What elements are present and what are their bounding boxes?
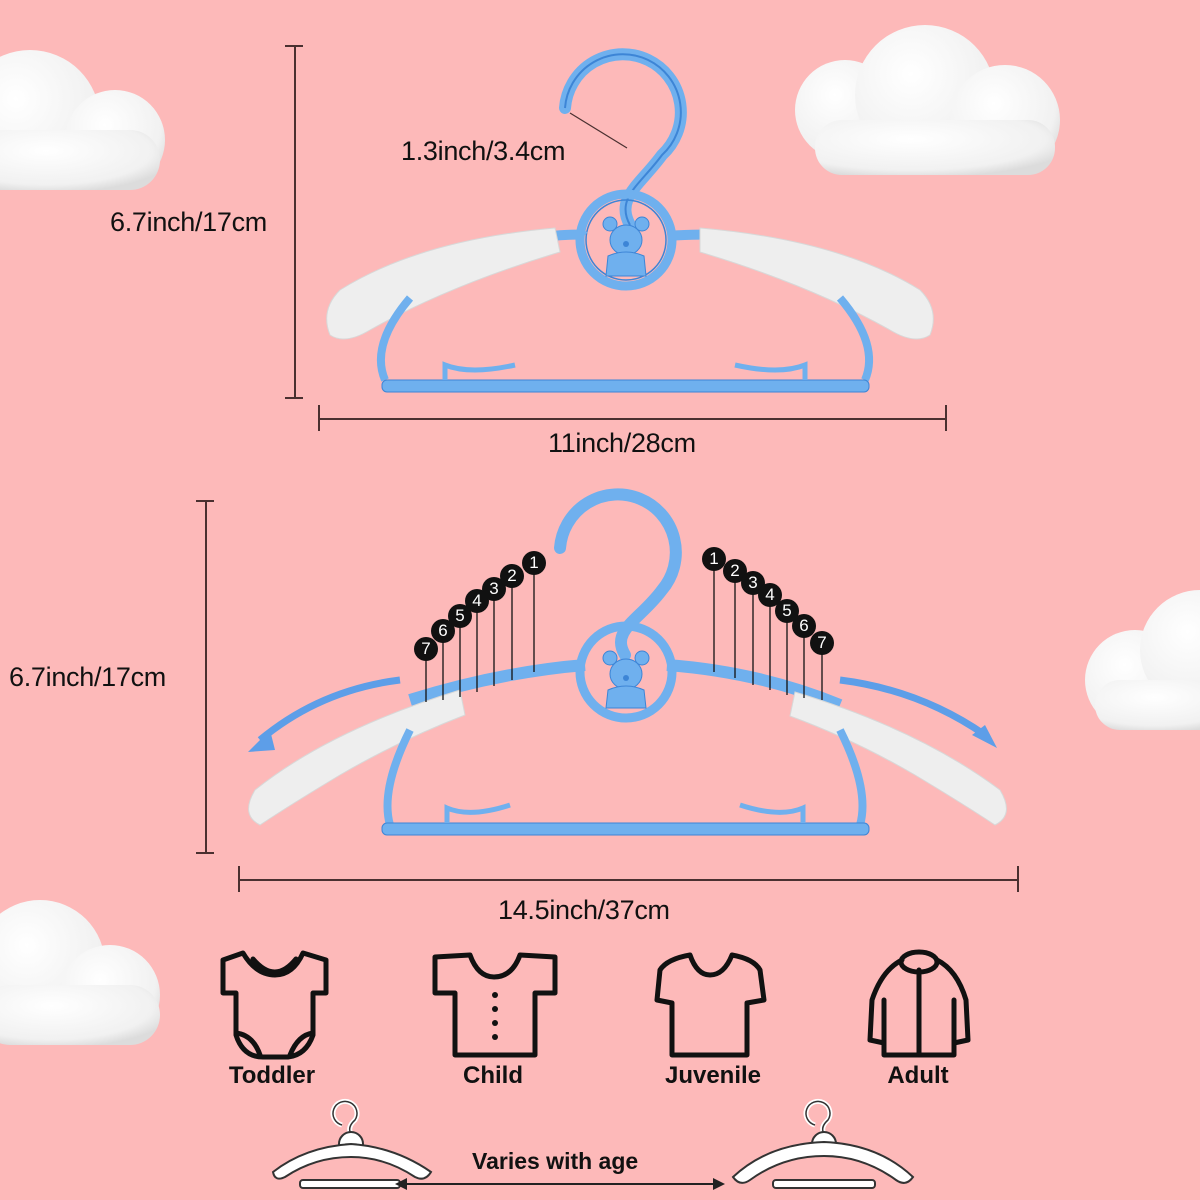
top-height-tick-bottom (285, 397, 303, 399)
category-label-juvenile: Juvenile (664, 1062, 762, 1089)
top-height-label: 6.7inch/17cm (110, 207, 267, 237)
ext-width-label: 14.5inch/37cm (498, 895, 670, 925)
hook-measure-line (569, 112, 628, 149)
jacket-icon (867, 949, 971, 1058)
top-width-tick-right (945, 405, 947, 431)
top-height-tick-top (285, 45, 303, 47)
left-extend-arrow (257, 676, 401, 743)
position-marker: 2 (500, 564, 524, 588)
tshirt-icon (654, 952, 767, 1058)
cloud-bottom-left (0, 900, 160, 1045)
top-width-tick-left (318, 405, 320, 431)
position-marker: 1 (522, 551, 546, 575)
ext-height-tick-bottom (196, 852, 214, 854)
ext-width-tick-right (1017, 866, 1019, 892)
buttoned-shirt-icon (432, 952, 558, 1058)
ext-height-label: 6.7inch/17cm (9, 662, 166, 692)
small-hanger-icon-right (731, 1098, 915, 1189)
varies-with-age-caption: Varies with age (472, 1148, 639, 1174)
position-marker: 7 (414, 637, 438, 661)
ext-height-tick-top (196, 500, 214, 502)
hook-opening-label: 1.3inch/3.4cm (401, 136, 566, 166)
top-height-dimension-line (294, 45, 296, 397)
ext-width-tick-left (238, 866, 240, 892)
blue-hanger-extended (248, 488, 1007, 836)
ext-width-dimension-line (238, 879, 1018, 881)
small-hanger-icon-left (271, 1098, 433, 1189)
bodysuit-icon (220, 950, 329, 1060)
position-marker: 1 (702, 547, 726, 571)
cloud-top-left (0, 50, 165, 190)
blue-hanger-top (326, 48, 934, 393)
cloud-top-right (795, 25, 1060, 175)
category-label-toddler: Toddler (228, 1062, 316, 1089)
right-extend-arrow (839, 676, 987, 738)
double-arrow-icon (395, 1178, 725, 1190)
cloud-middle-right (1085, 590, 1200, 730)
category-label-adult: Adult (887, 1062, 949, 1089)
position-marker: 6 (792, 614, 816, 638)
ext-height-dimension-line (205, 500, 207, 852)
top-width-label: 11inch/28cm (548, 428, 696, 458)
category-label-child: Child (463, 1062, 523, 1089)
top-width-dimension-line (318, 418, 946, 420)
position-marker: 7 (810, 631, 834, 655)
